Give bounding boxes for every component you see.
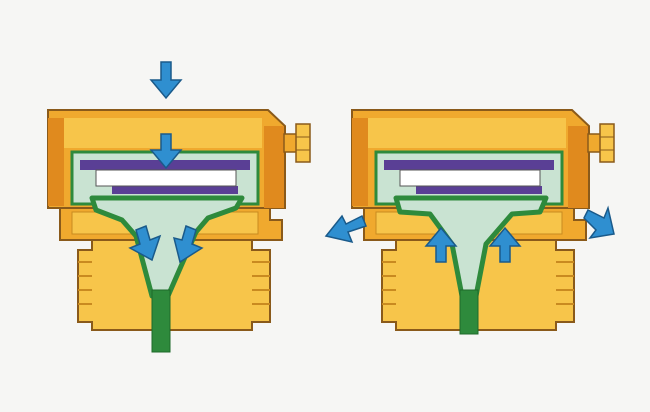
left-lower-threads [78, 261, 270, 305]
right-purple-ring-lower [416, 186, 542, 194]
left-arrow-down-left [128, 224, 162, 262]
right-stem [459, 289, 479, 335]
right-arrow-up-right [488, 226, 522, 263]
right-side-screw [587, 123, 615, 163]
left-purple-ring-lower [112, 186, 238, 194]
right-purple-ring [384, 160, 554, 170]
left-arrow-inner [149, 133, 183, 170]
right-cap-top-face [366, 118, 566, 148]
left-cap-right-wall [264, 126, 284, 208]
right-cap-left-wall [352, 118, 368, 206]
left-arrow-top [149, 61, 183, 100]
right-white-disc [399, 169, 541, 187]
left-cap-left-wall [48, 118, 64, 206]
left-white-disc [95, 169, 237, 187]
left-side-screw [283, 123, 311, 163]
right-cap-right-wall [568, 126, 588, 208]
right-arrow-out-right [583, 205, 615, 240]
right-valve [324, 109, 615, 335]
left-valve [47, 61, 311, 353]
right-arrow-out-left [324, 214, 367, 244]
left-arrow-down-right [172, 224, 204, 264]
left-stem [151, 289, 171, 353]
right-lower-threads [382, 261, 574, 305]
right-arrow-up-left [424, 226, 458, 263]
